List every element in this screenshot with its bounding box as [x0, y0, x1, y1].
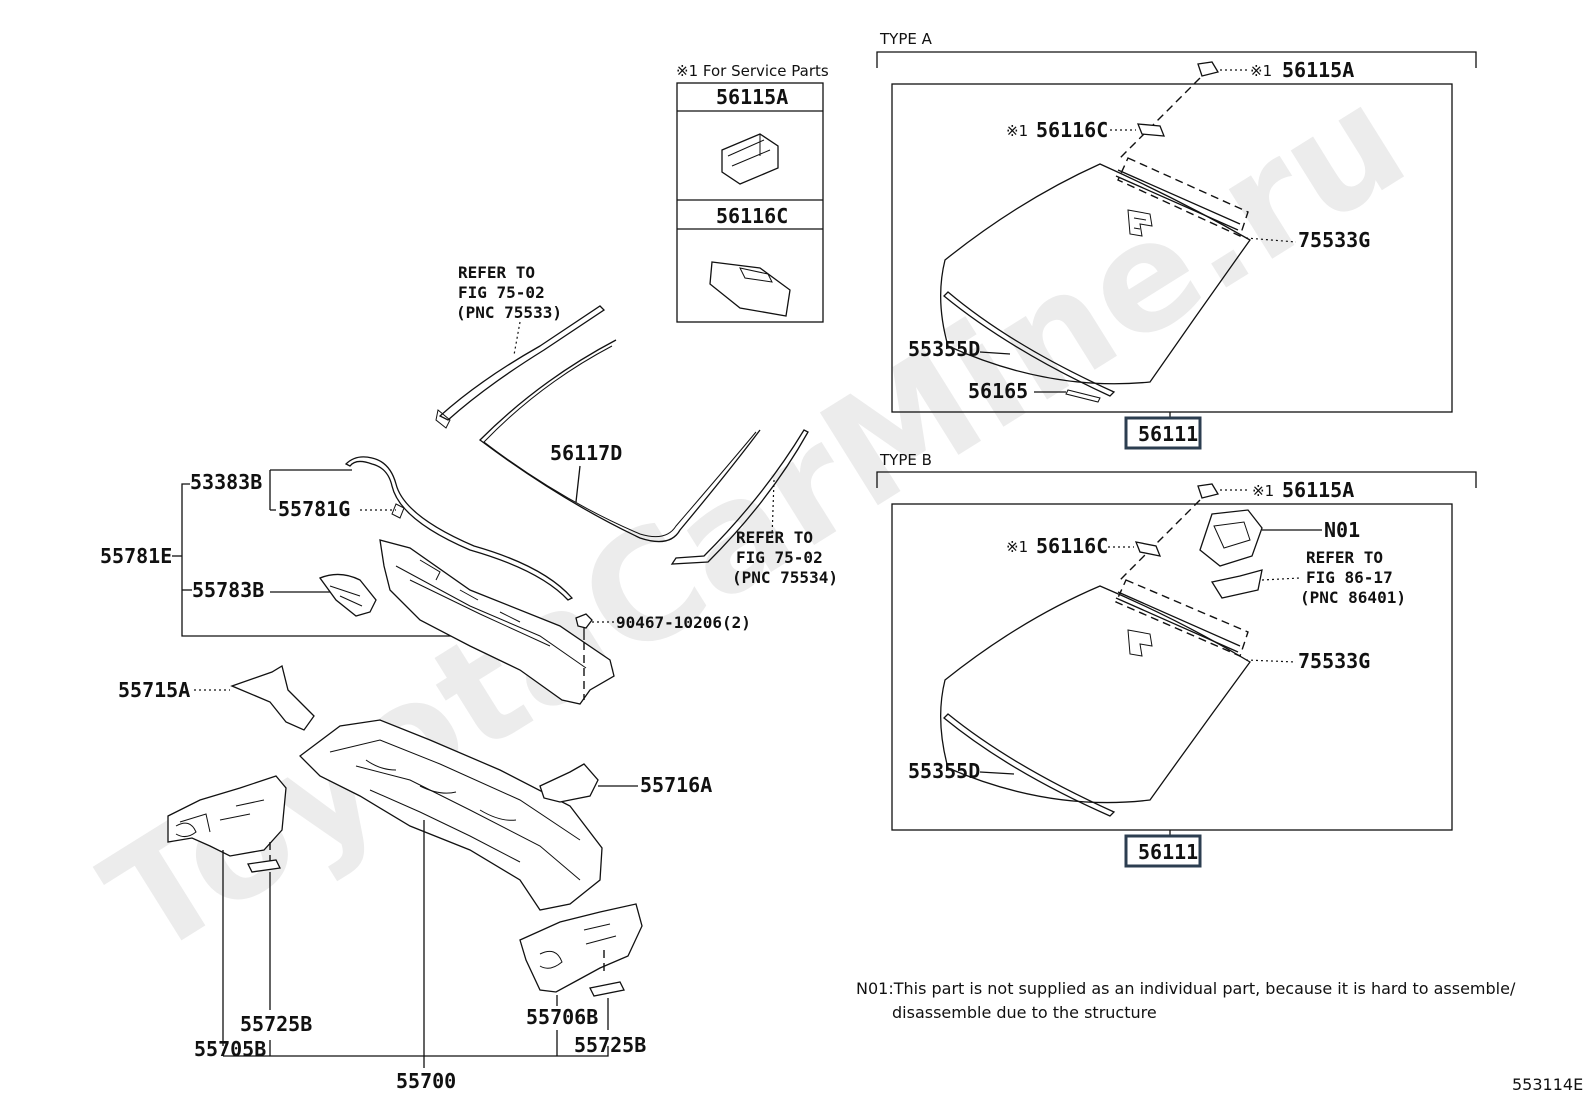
bracket-55783B — [318, 573, 377, 617]
brace-55715A — [230, 664, 315, 731]
windshield-56117D — [479, 339, 761, 543]
type-b-title: TYPE B — [879, 451, 932, 469]
brace-55716A — [539, 763, 599, 803]
ref-90467-10206[interactable]: 90467-10206(2) — [616, 613, 751, 632]
ref-56115A-b[interactable]: 56115A — [1282, 478, 1354, 502]
plate-55725B-a — [247, 859, 281, 873]
ref-55725B-a[interactable]: 55725B — [240, 1012, 312, 1036]
pad-icon — [1137, 123, 1165, 137]
ref-56165[interactable]: 56165 — [968, 379, 1028, 403]
note-line1: N01:This part is not supplied as an indi… — [856, 979, 1516, 998]
pad-icon-b — [1134, 541, 1162, 557]
svg-text:※1: ※1 — [1250, 62, 1272, 80]
refer-75534-line1: REFER TO — [736, 528, 813, 547]
refer-75534-line2[interactable]: FIG 75-02 — [736, 548, 823, 567]
ref-55783B[interactable]: 55783B — [192, 578, 264, 602]
ref-55700[interactable]: 55700 — [396, 1069, 456, 1093]
ref-55781E[interactable]: 55781E — [100, 544, 172, 568]
type-a-title: TYPE A — [879, 30, 933, 48]
ref-55706B[interactable]: 55706B — [526, 1005, 598, 1029]
ref-55781G[interactable]: 55781G — [278, 497, 350, 521]
ref-56116C[interactable]: 56116C — [1036, 118, 1108, 142]
type-b-section: TYPE B ※1 56115A ※1 56116C N01 REFER TO … — [876, 451, 1477, 868]
cowl-top-55700 — [299, 719, 603, 911]
service-part-56116C[interactable]: 56116C — [716, 204, 788, 228]
service-part-56115A[interactable]: 56115A — [716, 85, 788, 109]
clip-icon-b — [1197, 483, 1220, 499]
molding-75533 — [438, 305, 606, 421]
sensor-bracket-icon-b — [1127, 629, 1153, 657]
service-parts-box: ※1 For Service Parts 56115A 56116C — [676, 62, 829, 323]
plate-55725B-b — [589, 981, 625, 997]
ref-55705B[interactable]: 55705B — [194, 1037, 266, 1061]
refer-75533-line3: (PNC 75533) — [456, 303, 562, 322]
ref-56115A[interactable]: 56115A — [1282, 58, 1354, 82]
service-box-frame — [676, 82, 824, 323]
refer-fig-86-17-line1: REFER TO — [1306, 548, 1383, 567]
refer-fig-86-17-line3: (PNC 86401) — [1300, 588, 1406, 607]
type-b-part-number[interactable]: 56111 — [1138, 840, 1198, 864]
figure-id: 553114E — [1512, 1075, 1583, 1094]
refer-75534-line3: (PNC 75534) — [732, 568, 838, 587]
svg-text:※1: ※1 — [1006, 122, 1028, 140]
bolt-90467-icon — [575, 613, 593, 640]
extension-55705B — [167, 775, 287, 857]
type-a-frame — [891, 83, 1453, 413]
molding-55355D-b — [943, 713, 1116, 817]
ref-55715A[interactable]: 55715A — [118, 678, 190, 702]
ref-55725B-b[interactable]: 55725B — [574, 1033, 646, 1057]
svg-text:※1: ※1 — [1006, 538, 1028, 556]
windshield-glass-b — [940, 585, 1251, 804]
ref-75533G-b[interactable]: 75533G — [1298, 649, 1370, 673]
extension-55706B — [519, 903, 643, 993]
ref-55355D-b[interactable]: 55355D — [908, 759, 980, 783]
refer-75533-line1: REFER TO — [458, 263, 535, 282]
type-b-frame — [891, 503, 1453, 831]
ref-55355D[interactable]: 55355D — [908, 337, 980, 361]
sensor-bracket-icon — [1127, 209, 1153, 237]
seal-53383B — [344, 456, 574, 601]
ref-56117D[interactable]: 56117D — [550, 441, 622, 465]
service-parts-title: ※1 For Service Parts — [676, 62, 829, 80]
sensor-housing-N01-icon — [1199, 509, 1263, 599]
cowl-assembly: REFER TO FIG 75-02 (PNC 75533) 56117D RE… — [100, 263, 838, 1093]
svg-text:※1: ※1 — [1252, 482, 1274, 500]
clip-56115A-icon — [721, 133, 779, 185]
ref-75533G[interactable]: 75533G — [1298, 228, 1370, 252]
note-line2: disassemble due to the structure — [892, 1003, 1157, 1022]
pad-56116C-icon — [709, 261, 791, 317]
refer-fig-86-17-line2[interactable]: FIG 86-17 — [1306, 568, 1393, 587]
refer-75533-line2[interactable]: FIG 75-02 — [458, 283, 545, 302]
molding-55355D — [943, 291, 1116, 397]
type-a-section: TYPE A ※1 56115A ※1 56116C 75533G 55355D… — [876, 30, 1477, 450]
type-a-part-number[interactable]: 56111 — [1138, 422, 1198, 446]
type-a-part-box — [1124, 416, 1202, 450]
ref-53383B[interactable]: 53383B — [190, 470, 262, 494]
type-b-part-box — [1124, 834, 1202, 868]
ref-N01[interactable]: N01 — [1324, 518, 1360, 542]
ref-55716A[interactable]: 55716A — [640, 773, 712, 797]
clip-icon — [1197, 61, 1220, 77]
ref-56116C-b[interactable]: 56116C — [1036, 534, 1108, 558]
windshield-glass — [940, 163, 1251, 385]
molding-75534 — [670, 429, 809, 565]
